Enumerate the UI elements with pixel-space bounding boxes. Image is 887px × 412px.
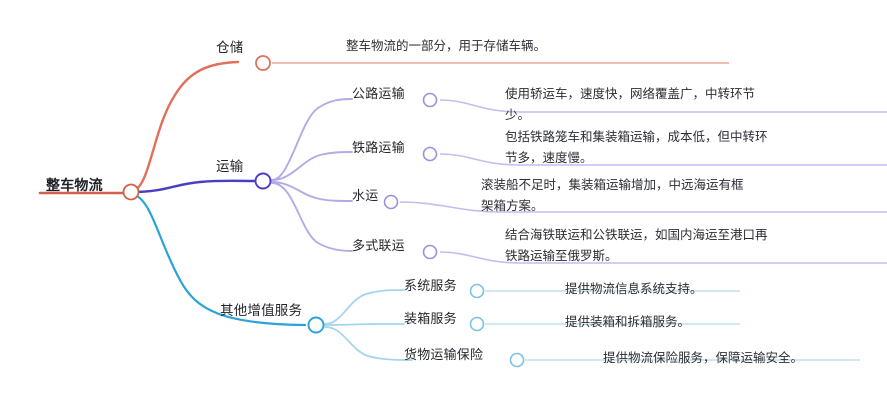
node-dot-rail[interactable]: [422, 146, 438, 162]
node-root[interactable]: 整车物流: [46, 177, 103, 193]
node-dot-warehouse[interactable]: [255, 55, 271, 71]
node-rail-transport[interactable]: 铁路运输: [352, 140, 405, 155]
node-packing-service[interactable]: 装箱服务: [404, 311, 457, 326]
leaf-rail-description: 包括铁路笼车和集装箱运输，成本低，但中转环 节多，速度慢。: [505, 130, 768, 165]
leaf-system-service-description: 提供物流信息系统支持。: [565, 282, 703, 296]
node-value-added[interactable]: 其他增值服务: [220, 303, 303, 318]
node-dot-cargo-insurance[interactable]: [509, 352, 525, 368]
node-dot-value-added[interactable]: [307, 316, 325, 334]
edge-value-added-to-system: [324, 289, 405, 325]
leaf-water-description: 滚装船不足时，集装箱运输增加，中远海运有框 架箱方案。: [481, 178, 744, 213]
node-transport[interactable]: 运输: [216, 159, 244, 174]
edge-multimodal-leaf: [439, 251, 887, 264]
leaf-cargo-insurance-description: 提供物流保险服务，保障运输安全。: [603, 351, 804, 365]
node-dot-road[interactable]: [422, 92, 438, 108]
node-warehouse[interactable]: 仓储: [216, 40, 244, 55]
node-dot-water[interactable]: [383, 194, 399, 210]
node-dot-system-service[interactable]: [469, 283, 485, 299]
node-cargo-insurance[interactable]: 货物运输保险: [404, 347, 484, 362]
edge-transport-to-multimodal: [271, 182, 353, 252]
edge-root-to-warehouse: [129, 60, 240, 193]
leaf-road-description: 使用轿运车，速度快，网络覆盖广，中转环节 少。: [505, 87, 756, 122]
leaf-multimodal-description: 结合海铁联运和公铁联运，如国内海运至港口再 铁路运输至俄罗斯。: [505, 228, 768, 263]
edge-value-added-to-insurance: [324, 326, 413, 361]
leaf-packing-service-description: 提供装箱和拆箱服务。: [565, 315, 691, 329]
edge-value-added-to-packing: [324, 323, 405, 326]
node-dot-packing-service[interactable]: [469, 316, 485, 332]
node-system-service[interactable]: 系统服务: [404, 278, 457, 293]
node-dot-root[interactable]: [122, 183, 140, 201]
edge-transport-to-road: [271, 98, 353, 181]
edge-root-to-transport: [131, 179, 257, 194]
edge-root-to-value-added: [131, 192, 307, 327]
node-road-transport[interactable]: 公路运输: [352, 86, 405, 101]
node-dot-transport[interactable]: [254, 172, 272, 190]
edge-transport-to-water: [271, 181, 353, 202]
edge-road-leaf: [439, 99, 887, 113]
node-water-transport[interactable]: 水运: [352, 188, 379, 203]
node-dot-multimodal[interactable]: [422, 244, 438, 260]
leaf-warehouse-description: 整车物流的一部分，用于存储车辆。: [346, 39, 547, 53]
edge-water-leaf: [399, 201, 887, 213]
edge-transport-to-rail: [271, 151, 353, 181]
node-multimodal-transport[interactable]: 多式联运: [352, 238, 405, 253]
edge-rail-leaf: [439, 153, 887, 166]
